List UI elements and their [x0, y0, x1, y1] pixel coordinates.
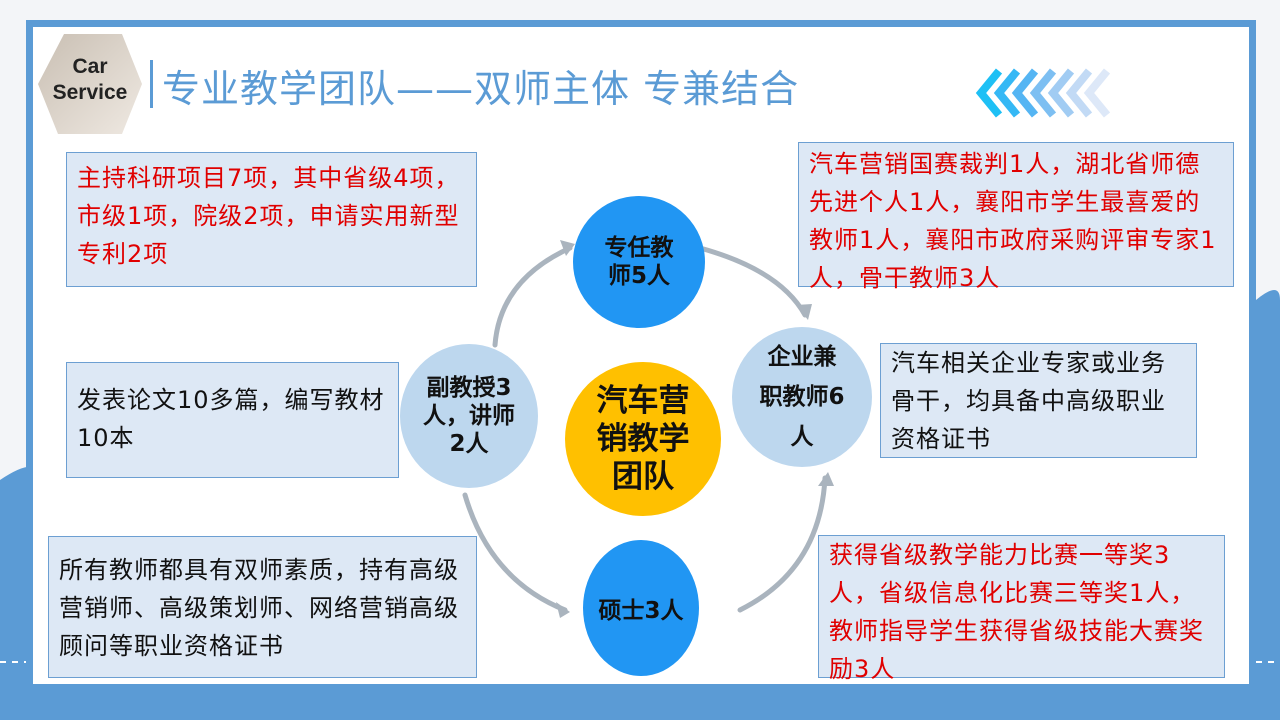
center-team: 汽车营销教学团队	[565, 362, 721, 516]
box-awards: 获得省级教学能力比赛一等奖3人，省级信息化比赛三等奖1人，教师指导学生获得省级技…	[818, 535, 1225, 683]
node-part-time-teachers: 企业兼职教师6人	[732, 327, 872, 467]
page-title: 专业教学团队——双师主体 专兼结合	[162, 67, 800, 111]
box-research: 主持科研项目7项，其中省级4项，市级1项，院级2项，申请实用新型专利2项	[66, 152, 477, 287]
node-full-time-teachers: 专任教师5人	[573, 196, 705, 328]
node-professors-lecturers: 副教授3人，讲师2人	[400, 344, 538, 488]
box-enterprise-experts: 汽车相关企业专家或业务骨干，均具备中高级职业资格证书	[880, 343, 1197, 458]
chevrons-decoration-icon	[975, 68, 1111, 118]
node-masters: 硕士3人	[583, 540, 699, 676]
car-service-logo	[38, 34, 142, 134]
box-honors: 汽车营销国赛裁判1人，湖北省师德先进个人1人，襄阳市学生最喜爱的教师1人，襄阳市…	[798, 142, 1234, 292]
title-divider	[150, 60, 153, 108]
box-publications: 发表论文10多篇，编写教材10本	[66, 362, 399, 478]
box-dual-qualification: 所有教师都具有双师素质，持有高级营销师、高级策划师、网络营销高级顾问等职业资格证…	[48, 536, 477, 678]
